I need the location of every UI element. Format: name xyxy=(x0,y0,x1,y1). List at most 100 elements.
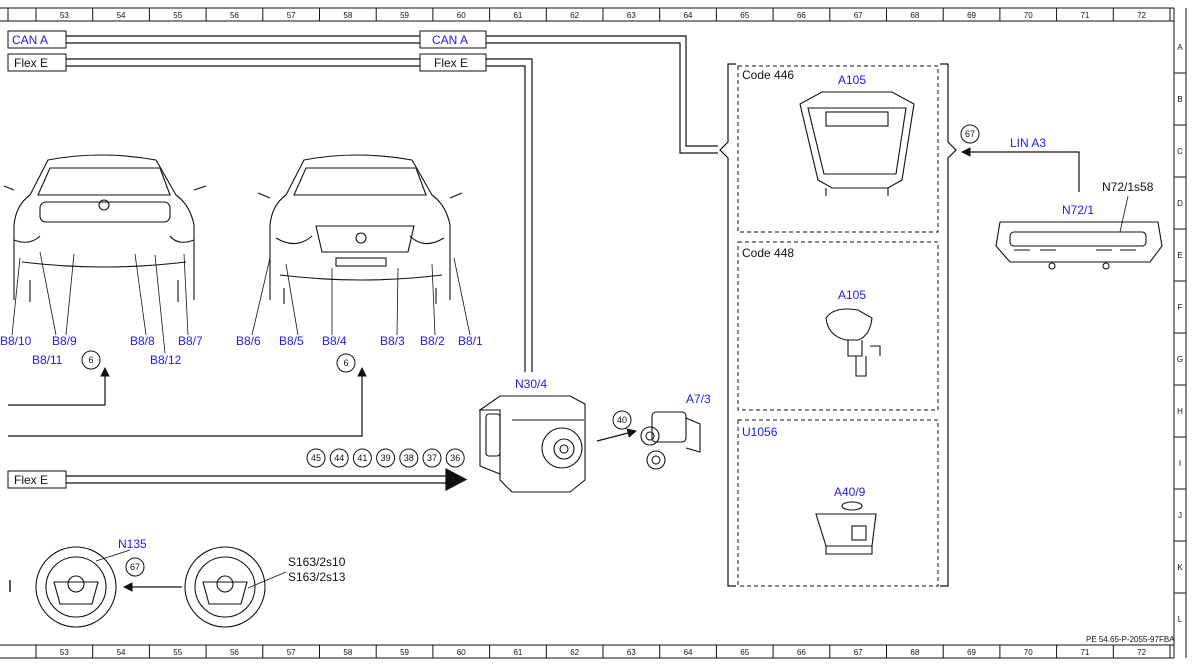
wheel-ref-circle[interactable]: 67 xyxy=(125,557,145,577)
ref-number: 67 xyxy=(965,129,975,139)
variant-code-446: Code 446 A105 xyxy=(737,65,939,233)
a40-9-label[interactable]: A40/9 xyxy=(834,485,866,499)
s163-2s13-label: S163/2s13 xyxy=(288,570,346,584)
sensor-b8-11[interactable]: B8/11 xyxy=(32,353,63,367)
steering-wheel-left xyxy=(35,546,131,628)
steering-wheel-right xyxy=(184,546,287,628)
camera-unit xyxy=(815,501,877,555)
variant-code-448: Code 448 A105 xyxy=(737,241,939,411)
sensor-b8-1[interactable]: B8/1 xyxy=(458,334,483,348)
variant-u1056: U1056 A40/9 xyxy=(737,419,939,587)
flex-e-bus xyxy=(66,58,533,372)
column-label: 53 xyxy=(60,11,69,20)
sensor-b8-12[interactable]: B8/12 xyxy=(150,353,182,367)
column-label: 64 xyxy=(684,11,693,20)
lin-a3-line xyxy=(961,147,1080,192)
a7-3-valve-unit xyxy=(640,411,701,470)
row-label: L xyxy=(1178,615,1183,624)
flex-e-label-left: Flex E xyxy=(7,53,67,72)
can-a-bus xyxy=(66,35,718,154)
sensor-b8-7[interactable]: B8/7 xyxy=(178,334,203,348)
n72-1s58-label: N72/1s58 xyxy=(1102,180,1154,194)
ref-circle[interactable]: 41 xyxy=(352,448,372,468)
column-label: 72 xyxy=(1137,11,1146,20)
column-label: 67 xyxy=(854,648,863,657)
column-label: 68 xyxy=(910,648,919,657)
column-label: 57 xyxy=(287,648,296,657)
n135-label[interactable]: N135 xyxy=(118,537,147,551)
ref-number: 37 xyxy=(427,453,437,463)
s163-2s10-label: S163/2s10 xyxy=(288,555,346,569)
ref-number: 44 xyxy=(334,453,344,463)
column-label: 63 xyxy=(627,648,636,657)
rear-ref-arrow xyxy=(8,367,110,406)
front-sensor-labels: B8/6 B8/5 B8/4 B8/3 B8/2 B8/1 xyxy=(236,334,483,348)
column-label: 67 xyxy=(854,11,863,20)
ref-circle[interactable]: 39 xyxy=(376,448,396,468)
column-label: 61 xyxy=(513,648,522,657)
ref-circle[interactable]: 36 xyxy=(445,448,465,468)
n72-1-label[interactable]: N72/1 xyxy=(1062,203,1094,217)
ref-circle[interactable]: 38 xyxy=(399,448,419,468)
front-ref-circle[interactable]: 6 xyxy=(336,353,356,373)
lin-a3-label[interactable]: LIN A3 xyxy=(1010,136,1046,150)
row-label: C xyxy=(1177,147,1183,156)
variants-brace xyxy=(719,63,957,587)
column-label: 56 xyxy=(230,11,239,20)
column-label: 60 xyxy=(457,648,466,657)
row-label: A xyxy=(1177,43,1183,52)
row-label: G xyxy=(1177,355,1183,364)
column-label: 63 xyxy=(627,11,636,20)
column-label: 55 xyxy=(173,11,182,20)
sensor-b8-4[interactable]: B8/4 xyxy=(322,334,347,348)
sensor-b8-10[interactable]: B8/10 xyxy=(0,334,32,348)
column-label: 64 xyxy=(684,648,693,657)
column-label: 72 xyxy=(1137,648,1146,657)
ref-number: 40 xyxy=(617,415,627,425)
a7-3-label[interactable]: A7/3 xyxy=(686,392,711,406)
row-label: H xyxy=(1177,407,1183,416)
row-label: E xyxy=(1177,251,1182,260)
flex-e-label-mid: Flex E xyxy=(419,53,487,72)
rear-ref-circle[interactable]: 6 xyxy=(81,350,101,370)
rear-sensor-leaders xyxy=(11,251,189,354)
variant-code-label: Code 446 xyxy=(742,68,794,82)
sensor-b8-2[interactable]: B8/2 xyxy=(420,334,445,348)
ref-circle[interactable]: 44 xyxy=(329,448,349,468)
ref-circle[interactable]: 37 xyxy=(422,448,442,468)
column-label: 59 xyxy=(400,11,409,20)
a105-label-2[interactable]: A105 xyxy=(838,288,866,302)
a7-ref-circle[interactable]: 40 xyxy=(612,410,632,430)
flex-e-bottom-bus xyxy=(66,468,468,491)
column-label: 70 xyxy=(1024,648,1033,657)
can-a-label-left: CAN A xyxy=(7,30,67,49)
row-label: D xyxy=(1177,199,1183,208)
can-a-label-2[interactable]: CAN A xyxy=(432,33,468,47)
variant-code-label[interactable]: U1056 xyxy=(742,425,778,439)
column-label: 53 xyxy=(60,648,69,657)
flex-e-label-2: Flex E xyxy=(434,56,468,70)
sensor-b8-3[interactable]: B8/3 xyxy=(380,334,405,348)
n30-4-label[interactable]: N30/4 xyxy=(515,377,547,391)
sensor-b8-6[interactable]: B8/6 xyxy=(236,334,261,348)
column-label: 62 xyxy=(570,648,579,657)
ref-number: 41 xyxy=(357,453,367,463)
a105-label[interactable]: A105 xyxy=(838,73,866,87)
column-label: 65 xyxy=(740,11,749,20)
lin-ref-circle[interactable]: 67 xyxy=(960,124,980,144)
ref-circle[interactable]: 45 xyxy=(306,448,326,468)
esp-control-unit xyxy=(478,395,586,493)
column-label: 56 xyxy=(230,648,239,657)
sensor-b8-5[interactable]: B8/5 xyxy=(279,334,304,348)
sensor-b8-9[interactable]: B8/9 xyxy=(52,334,77,348)
rear-sensor-labels: B8/10 B8/9 B8/8 B8/7 B8/11 B8/12 xyxy=(0,334,203,367)
document-id: PE 54.65-P-2055-97FBA xyxy=(1086,635,1175,644)
sensor-b8-8[interactable]: B8/8 xyxy=(130,334,155,348)
can-a-label[interactable]: CAN A xyxy=(12,33,48,47)
selector-lever xyxy=(825,308,881,377)
